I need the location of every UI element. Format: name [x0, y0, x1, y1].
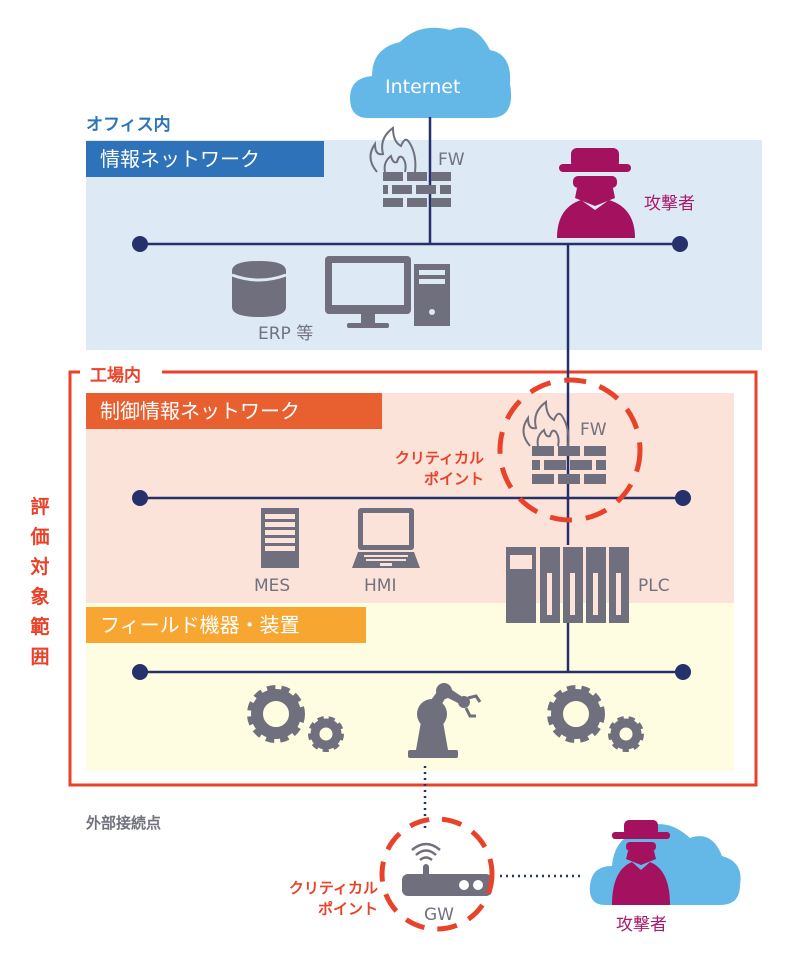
control-firewall-label: FW [580, 420, 607, 440]
laptop-icon [352, 508, 420, 568]
monitor-icon [325, 256, 411, 328]
control-bus-node-right [675, 490, 691, 506]
gateway-critical-point-label: クリティカル ポイント [288, 879, 378, 918]
router-icon [402, 842, 492, 896]
database-icon [231, 261, 287, 317]
gears-icon-right [547, 685, 644, 752]
office-firewall-icon [369, 126, 451, 207]
office-attacker-label: 攻撃者 [644, 194, 695, 214]
control-bus-node-left [132, 490, 148, 506]
field-bus-node-left [132, 664, 148, 680]
office-bus-node-right [672, 236, 688, 252]
control-firewall-icon [522, 400, 606, 484]
office-bus-node-left [132, 236, 148, 252]
control-critical-point-ring [497, 377, 643, 523]
office-firewall-label: FW [438, 150, 465, 170]
plc-icon [506, 547, 629, 623]
hmi-label: HMI [364, 576, 397, 596]
internet-label: Internet [385, 76, 461, 98]
plc-label: PLC [638, 576, 670, 596]
internet-cloud-icon [350, 27, 512, 118]
control-critical-point-label: クリティカル ポイント [394, 449, 484, 488]
erp-label: ERP 等 [258, 324, 314, 344]
external-zone-label: 外部接続点 [86, 814, 162, 832]
tower-pc-icon [414, 264, 450, 326]
scope-vertical-label: 評 価 対 象 範 囲 [30, 496, 50, 668]
gateway-critical-point-ring [379, 816, 495, 932]
external-attacker-label: 攻撃者 [616, 915, 667, 935]
gears-icon-left [247, 685, 344, 752]
gateway-label: GW [424, 905, 454, 925]
external-attacker-icon [612, 820, 670, 905]
office-attacker-icon [557, 148, 635, 238]
field-bus-node-right [675, 664, 691, 680]
mes-label: MES [254, 576, 291, 596]
server-icon [261, 508, 299, 568]
control-network-banner: 制御情報ネットワーク [86, 393, 382, 429]
office-zone-label: オフィス内 [86, 115, 171, 135]
robot-arm-icon [408, 683, 482, 758]
factory-zone-label: 工場内 [86, 361, 145, 386]
office-network-banner: 情報ネットワーク [86, 141, 324, 177]
field-devices-banner: フィールド機器・装置 [86, 607, 366, 643]
